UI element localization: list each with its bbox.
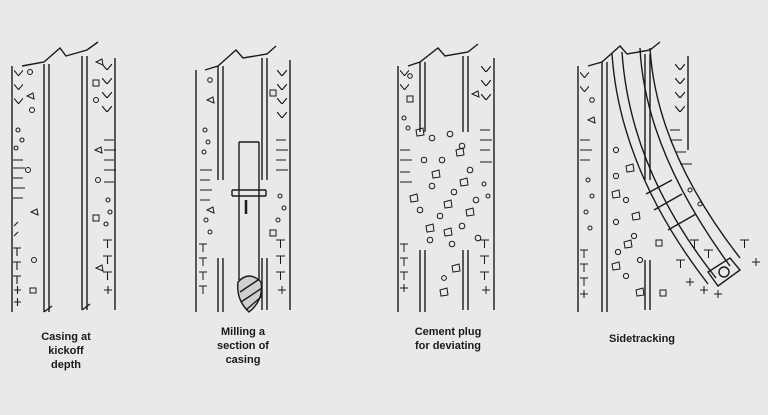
casing-wall-left bbox=[43, 64, 50, 312]
cement-plug bbox=[409, 127, 482, 297]
casing-wall-right-upper bbox=[462, 56, 469, 132]
top-edge bbox=[21, 41, 99, 67]
casing-wall-left-upper bbox=[217, 66, 224, 180]
caption-casing: Casing at kickoff depth bbox=[41, 331, 91, 371]
casing-wall-right bbox=[81, 56, 88, 310]
drill-string bbox=[238, 141, 260, 280]
casing-wall-right-upper bbox=[261, 58, 268, 180]
deviated-hole bbox=[611, 47, 741, 285]
panel-casing bbox=[11, 41, 116, 313]
caption-milling: Milling a section of casing bbox=[217, 326, 269, 366]
sidetrack-string bbox=[621, 47, 731, 279]
panel-milling bbox=[195, 45, 291, 313]
panel-cement bbox=[397, 43, 495, 312]
casing-wall-right-upper bbox=[644, 54, 651, 180]
sidetrack-bit bbox=[707, 257, 742, 287]
casing-wall-left bbox=[601, 62, 608, 312]
casing-wall-left-upper bbox=[419, 62, 426, 132]
panel-sidetrack bbox=[577, 41, 760, 312]
caption-sidetrack: Sidetracking bbox=[608, 333, 676, 345]
caption-cement: Cement plug for deviating bbox=[414, 326, 482, 352]
